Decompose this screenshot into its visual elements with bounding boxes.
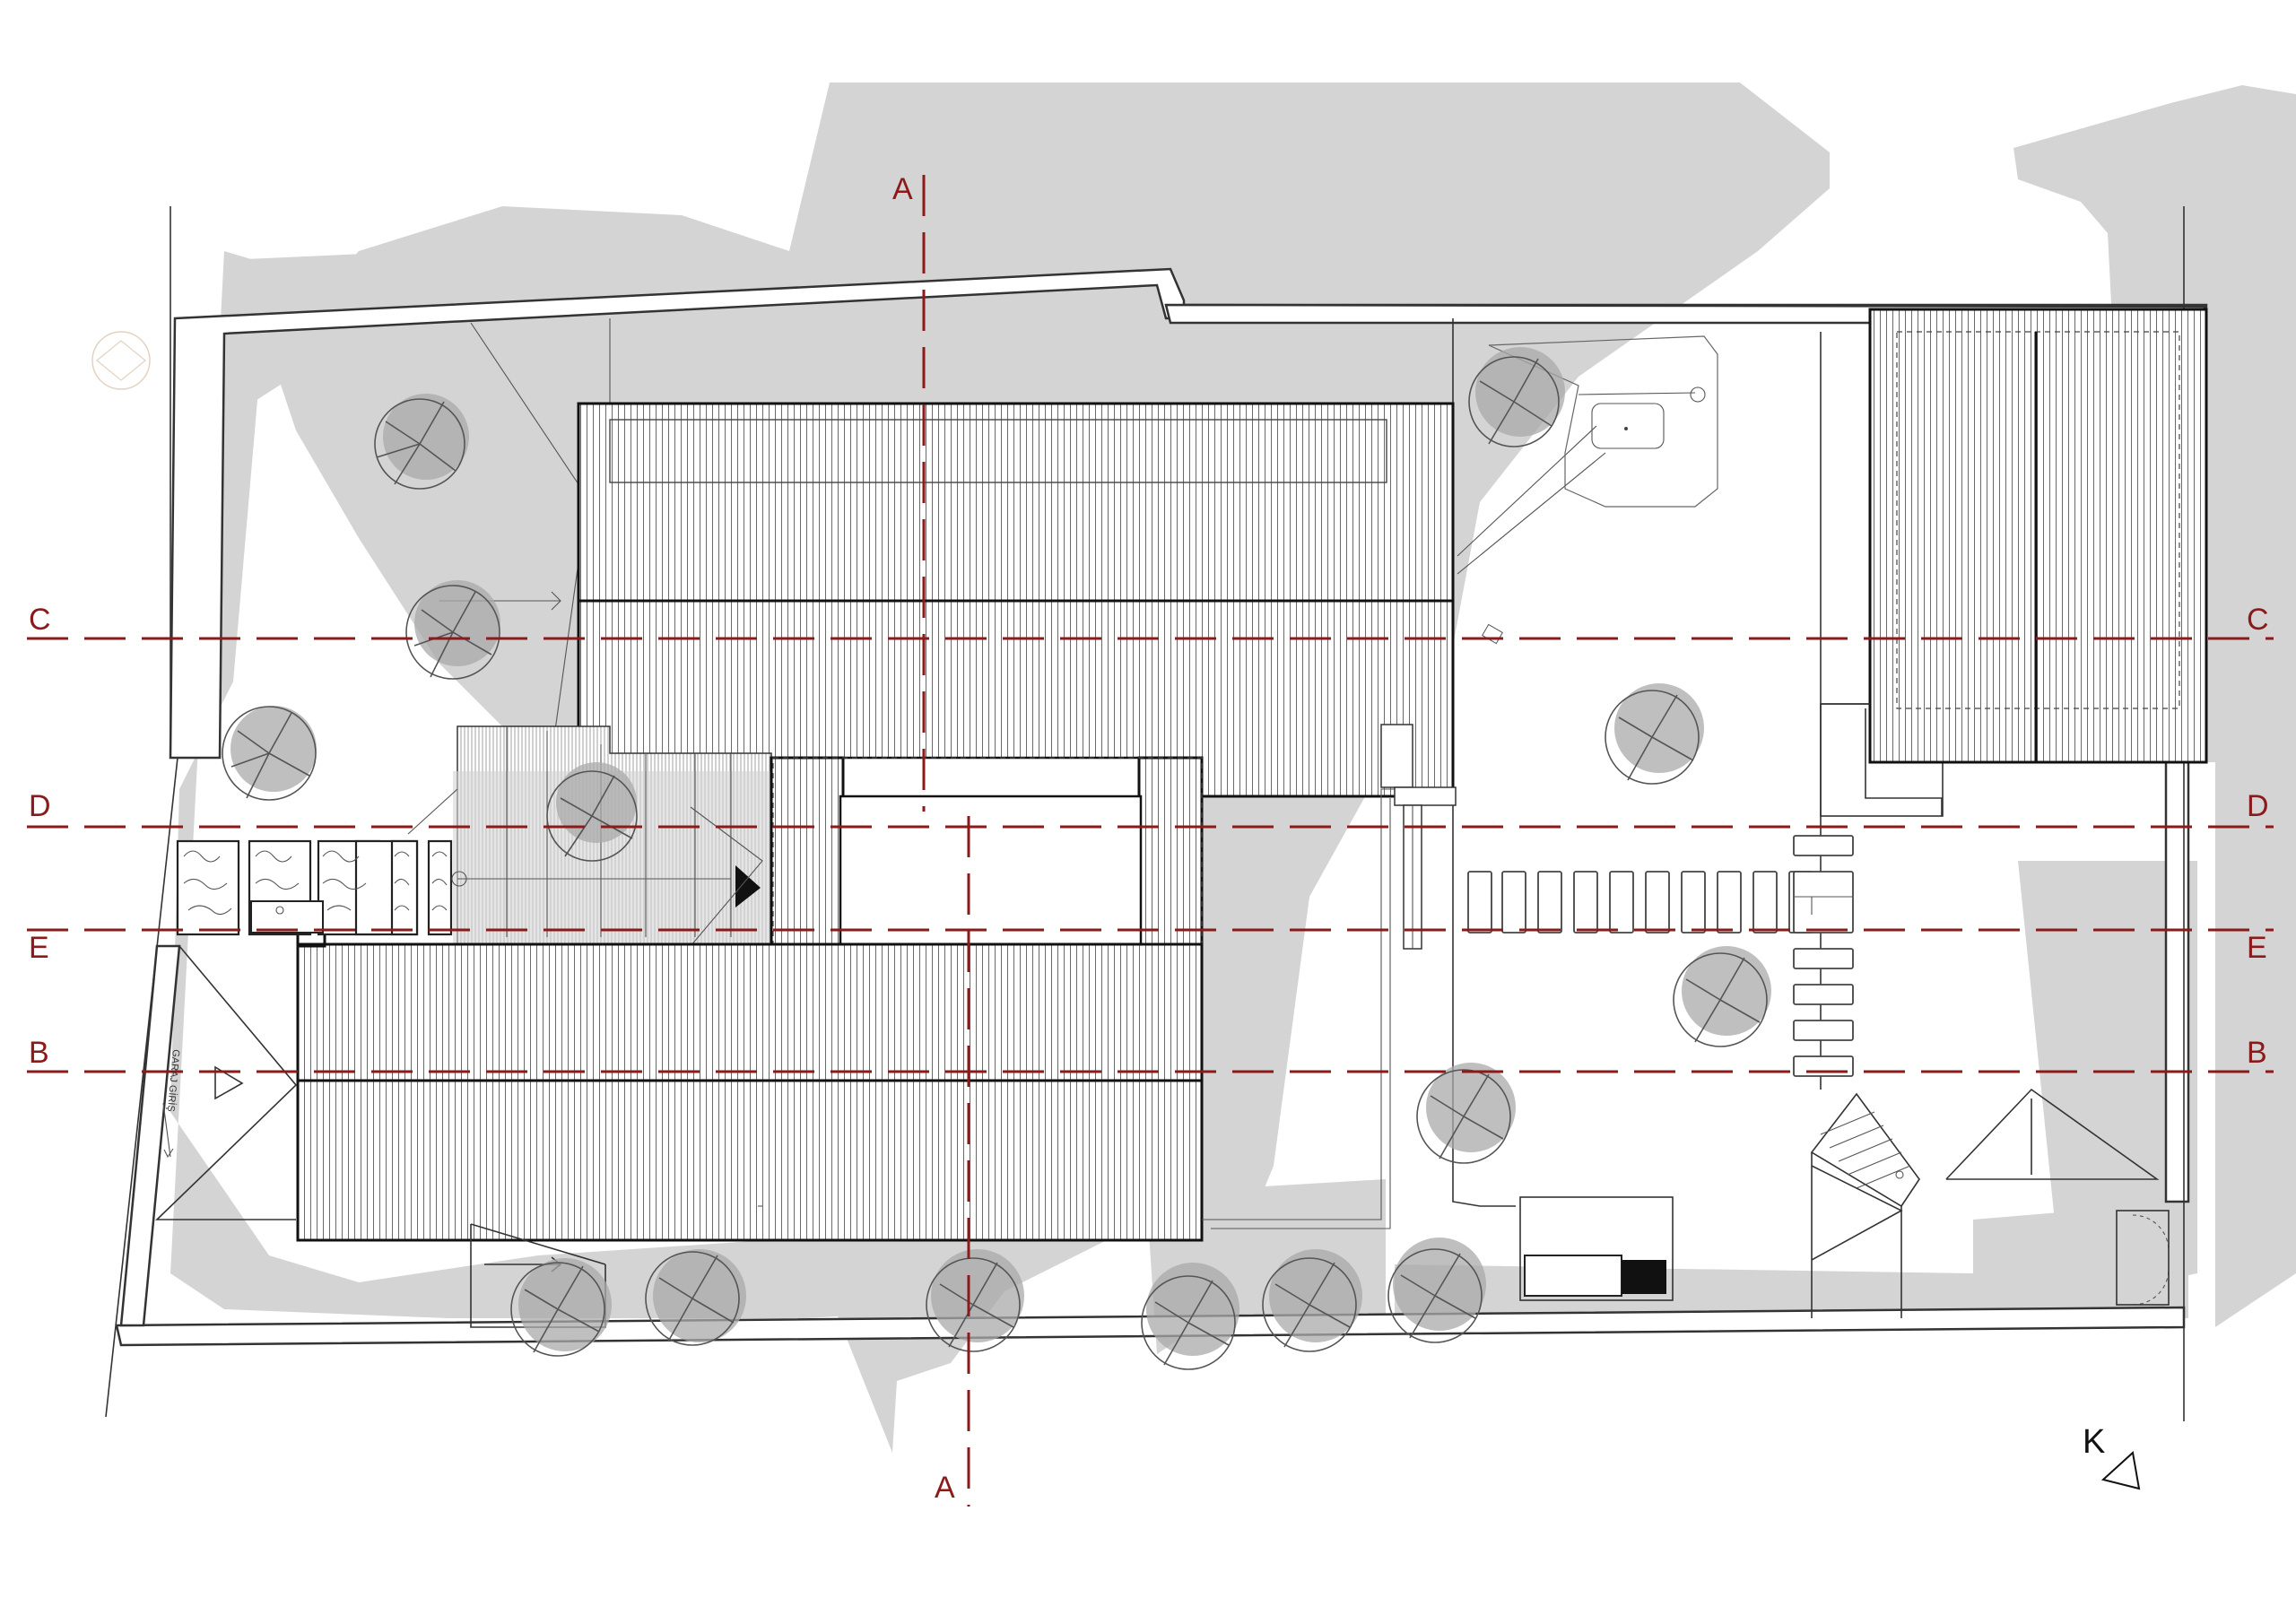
- section-label-e-left: E: [29, 931, 49, 965]
- tree: [374, 394, 469, 490]
- section-label-b-right: B: [2247, 1036, 2267, 1070]
- section-labels: A A C C D D E E B B: [29, 172, 2269, 1505]
- tree: [1468, 347, 1565, 447]
- section-label-a-top: A: [892, 172, 913, 206]
- tree: [405, 580, 500, 680]
- section-lines: [27, 175, 2274, 1507]
- north-arrow: K: [2083, 1423, 2141, 1490]
- tree: [1141, 1263, 1239, 1370]
- east-stairs: [1810, 1088, 2170, 1318]
- section-label-c-left: C: [29, 603, 51, 637]
- tree: [1673, 946, 1771, 1047]
- section-label-d-right: D: [2247, 789, 2269, 823]
- tree: [1605, 683, 1704, 785]
- stone-paving: [176, 839, 467, 936]
- main-roof-north: [577, 402, 1455, 798]
- garden-pavers: [1467, 835, 1854, 1077]
- east-terrace-frame: [1202, 724, 1457, 1229]
- tree: [546, 762, 638, 862]
- section-label-d-left: D: [29, 789, 51, 823]
- tree: [926, 1249, 1024, 1352]
- section-label-e-right: E: [2247, 931, 2267, 965]
- north-arrow-icon: [2100, 1451, 2141, 1490]
- tree: [510, 1258, 612, 1357]
- north-label: K: [2083, 1423, 2105, 1461]
- compass-mark: [91, 331, 151, 390]
- main-roof-south: [296, 917, 1204, 1242]
- trees: [222, 347, 1771, 1370]
- garage-entry-label: GARAJ GİRİŞ: [165, 1049, 182, 1113]
- tree: [1416, 1063, 1516, 1164]
- tree: [222, 706, 317, 801]
- tree: [1387, 1238, 1486, 1343]
- section-label-a-bottom: A: [935, 1471, 955, 1505]
- tree: [1262, 1249, 1362, 1352]
- section-label-b-left: B: [29, 1036, 49, 1070]
- courtyard-stairs: [407, 725, 780, 947]
- tree: [645, 1249, 746, 1346]
- site-lines: [439, 318, 1944, 1301]
- courtyard-opening: [770, 756, 1204, 1018]
- section-label-c-right: C: [2247, 603, 2269, 637]
- garage-roof: [1821, 308, 2208, 816]
